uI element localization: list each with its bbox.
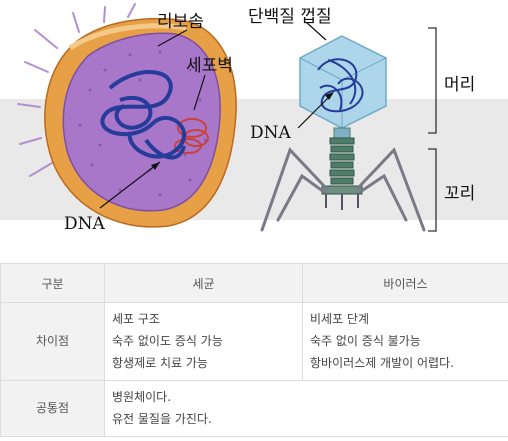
- label-tail: 꼬리: [444, 184, 475, 204]
- ribosome-plasmid: [174, 118, 209, 154]
- bacteria-dna: [100, 70, 186, 160]
- header-virus: 바이러스: [302, 263, 508, 303]
- tail-fibers: [260, 147, 426, 232]
- cell-bacteria-differences: 세포 구조 숙주 없이도 증식 가능 항생제로 치료 가능: [104, 302, 303, 381]
- bacterium: [17, 3, 237, 228]
- header-category: 구분: [0, 263, 105, 303]
- tail-sheath: [329, 137, 355, 185]
- cell-line: 항생제로 치료 가능: [112, 356, 208, 370]
- table-row: 공통점 병원체이다. 유전 물질을 가진다.: [0, 380, 508, 437]
- head-bracket: [428, 27, 437, 134]
- table-row: 차이점 세포 구조 숙주 없이도 증식 가능 항생제로 치료 가능 비세포 단계…: [0, 302, 508, 381]
- label-cell-wall: 세포벽: [186, 56, 233, 76]
- tail-bracket: [428, 148, 437, 232]
- label-virus-dna: DNA: [250, 123, 292, 143]
- flagella: [17, 3, 136, 177]
- table-header-row: 구분 세균 바이러스: [0, 263, 508, 303]
- bacteriophage: [260, 21, 426, 232]
- virus-dna: [317, 58, 364, 113]
- cytoplasm: [62, 32, 221, 212]
- cell-similarities: 병원체이다. 유전 물질을 가진다.: [104, 380, 508, 437]
- cell-line: 항바이러스제 개발이 어렵다.: [310, 356, 454, 370]
- label-bacteria-dna: DNA: [64, 214, 106, 234]
- cell-line: 세포 구조: [112, 312, 160, 326]
- row-label-differences: 차이점: [0, 302, 105, 381]
- cell-line: 유전 물질을 가진다.: [112, 412, 212, 426]
- label-protein-capsid: 단백질 껍질: [248, 7, 332, 27]
- cell-line: 숙주 없이도 증식 가능: [112, 334, 223, 348]
- bacteria-virus-illustration: 리보솜 세포벽 DNA 단백질 껍질 DNA 머리 꼬리: [0, 3, 508, 234]
- cell-line: 병원체이다.: [112, 390, 172, 404]
- header-bacteria: 세균: [104, 263, 303, 303]
- row-label-similarities: 공통점: [0, 380, 105, 437]
- cell-line: 숙주 없이 증식 불가능: [310, 334, 421, 348]
- label-ribosome: 리보솜: [157, 12, 204, 32]
- cell-line: 비세포 단계: [310, 312, 370, 326]
- cell-virus-differences: 비세포 단계 숙주 없이 증식 불가능 항바이러스제 개발이 어렵다.: [302, 302, 508, 381]
- label-head: 머리: [444, 75, 475, 95]
- comparison-table: 구분 세균 바이러스 차이점 세포 구조 숙주 없이도 증식 가능 항생제로 치…: [0, 263, 508, 437]
